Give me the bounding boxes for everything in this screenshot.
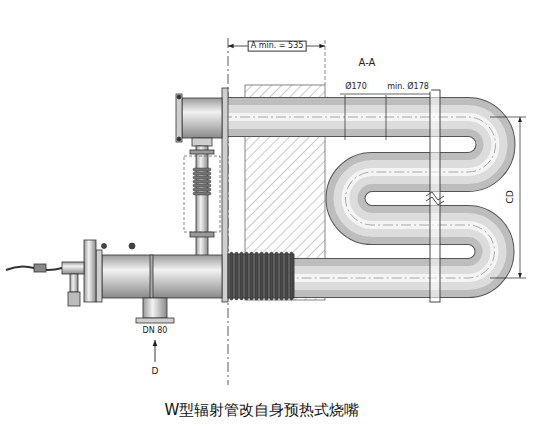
dimension-label: Ø170 (343, 83, 369, 92)
fin (240, 252, 243, 300)
bellows-ring (193, 188, 211, 191)
flow-label: D (150, 367, 161, 377)
bellows (193, 168, 211, 195)
mounting-flange (222, 88, 228, 302)
exhaust-head (176, 94, 222, 256)
fin (255, 252, 258, 300)
fin (290, 252, 293, 300)
fin (265, 252, 268, 300)
tube-support (426, 90, 444, 302)
bellows-ring (193, 192, 211, 195)
fin (250, 252, 253, 300)
fin (245, 252, 248, 300)
figure-caption: W型辐射管改自身预热式烧嘴 (165, 401, 360, 420)
fin (235, 252, 238, 300)
dimension-label: CD (506, 188, 516, 205)
flow-arrow (155, 340, 156, 362)
fin (270, 252, 273, 300)
bellows-ring (193, 184, 211, 187)
dimension-label: min. Ø178 (385, 83, 431, 92)
fin (280, 252, 283, 300)
gas-line (6, 262, 84, 306)
bellows-ring (193, 180, 211, 183)
center-distance-dimension (490, 117, 526, 278)
diameter-dimension (340, 94, 430, 140)
fin (260, 252, 263, 300)
burner-body (84, 240, 222, 323)
section-label: A-A (357, 57, 378, 68)
dimension-label: DN 80 (141, 327, 170, 336)
dimension-label: A min. = 535 (248, 41, 307, 52)
bellows-ring (193, 168, 211, 171)
recuperator-fins (230, 252, 293, 300)
bellows-ring (193, 176, 211, 179)
fin (230, 252, 233, 300)
bellows-ring (193, 172, 211, 175)
fin (275, 252, 278, 300)
fin (285, 252, 288, 300)
